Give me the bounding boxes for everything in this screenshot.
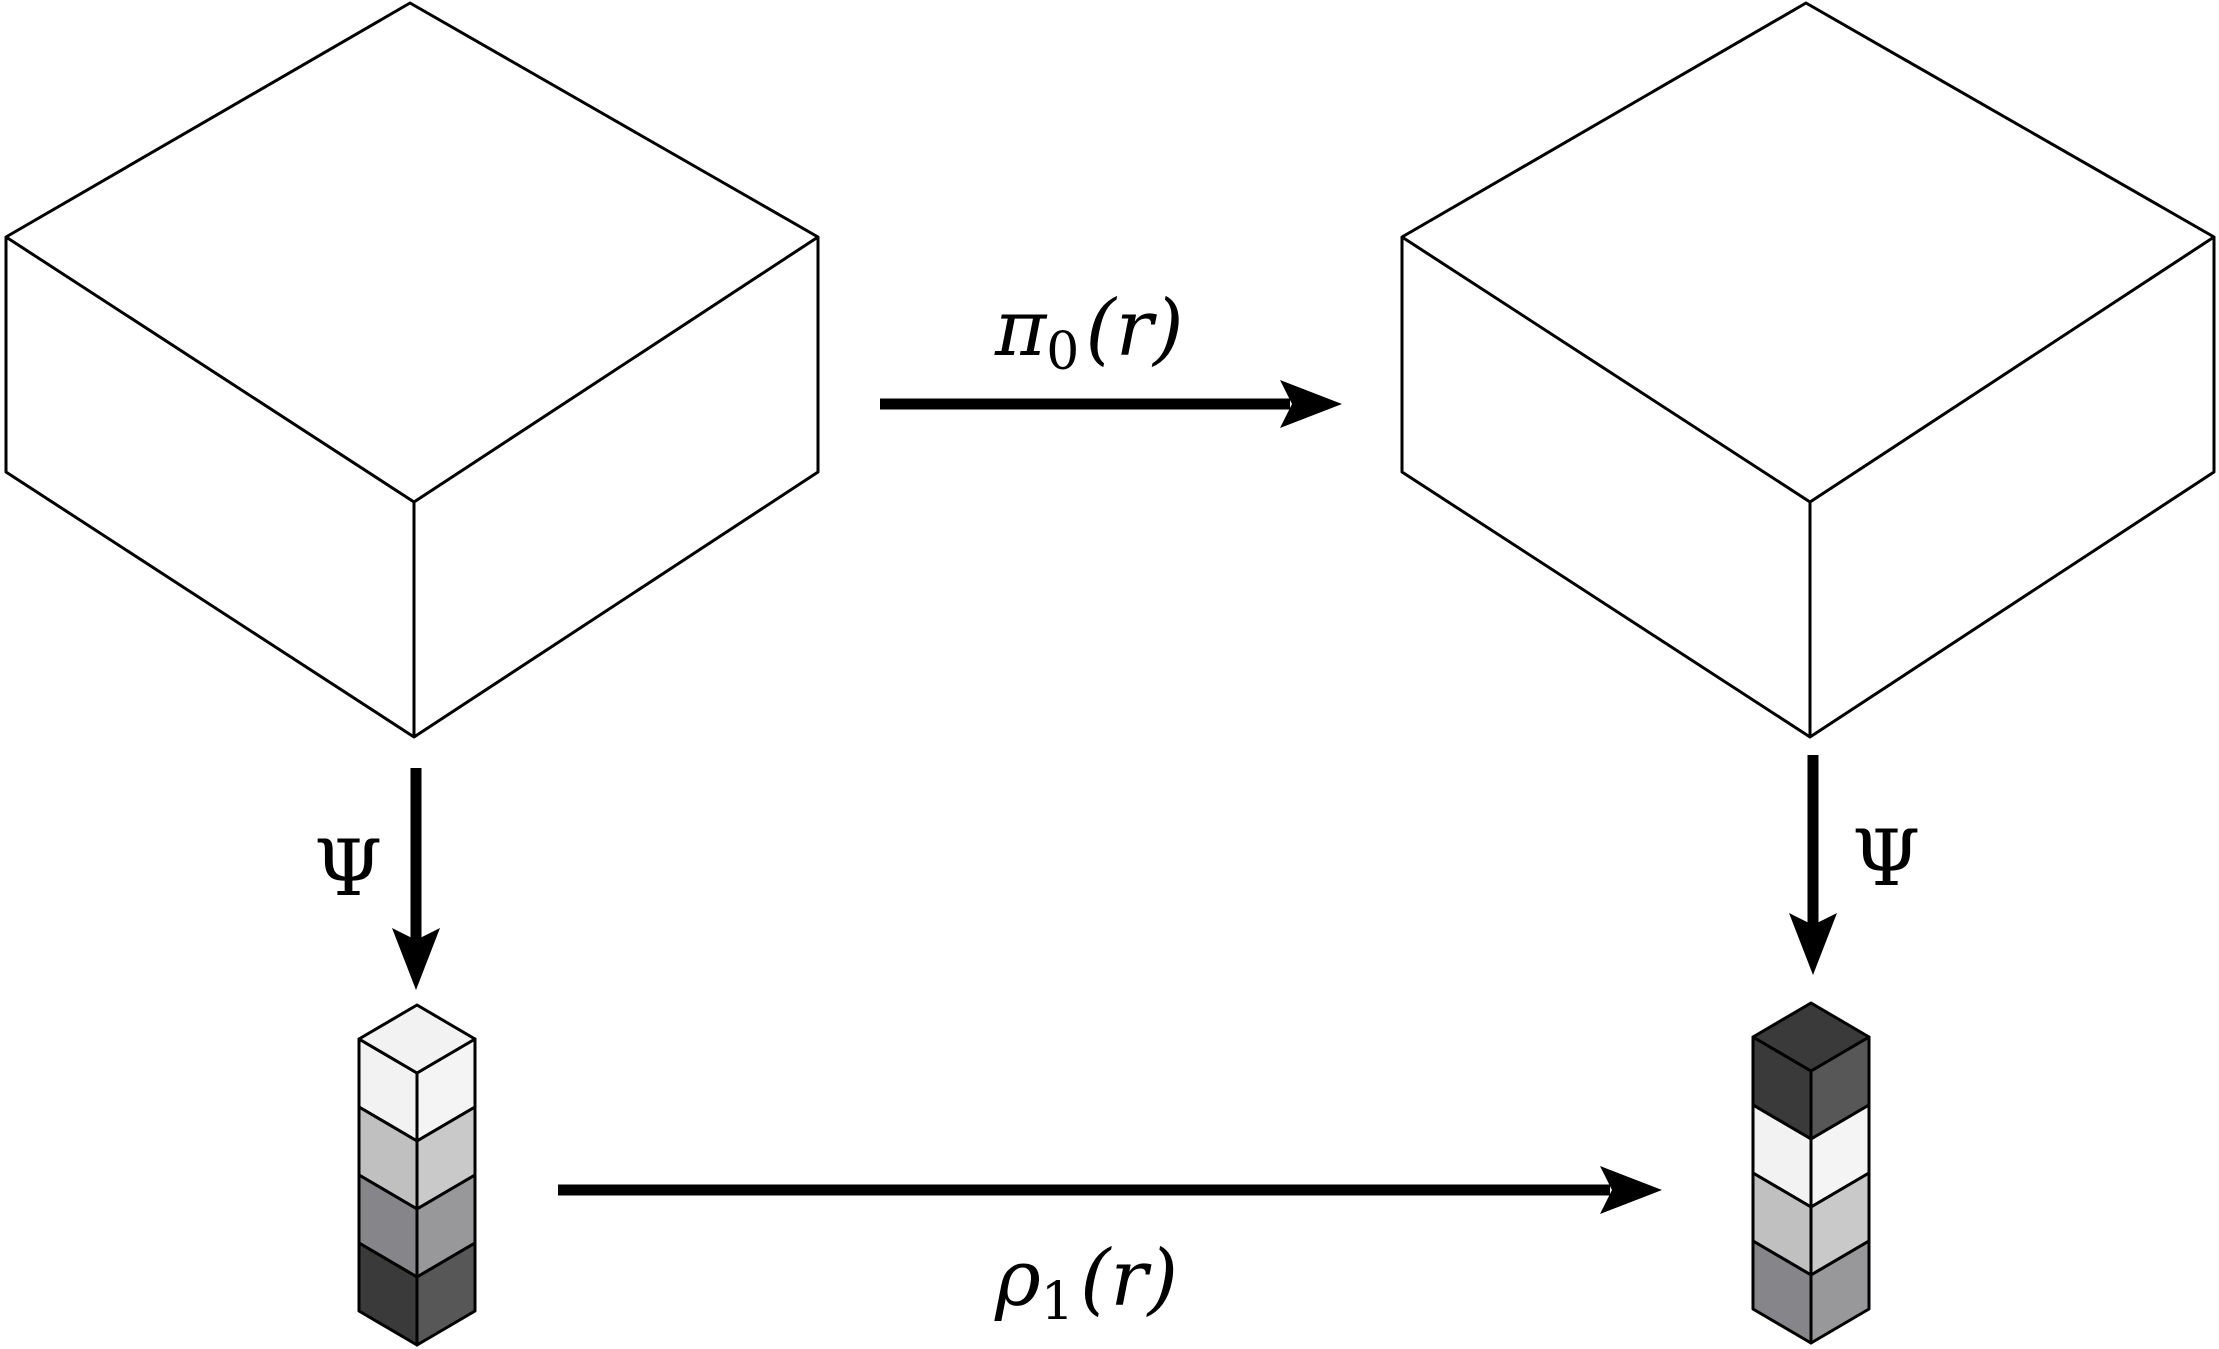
cube-right-face <box>1809 1239 1871 1345</box>
label-psi-right: Ψ <box>1852 814 1920 904</box>
front-right-face <box>414 237 818 737</box>
front-right-face <box>1810 237 2214 737</box>
front-left-face <box>6 237 414 737</box>
arrow-left-down <box>392 768 440 990</box>
cube-top-face <box>357 1003 477 1075</box>
label-top-arrow: π0(r) <box>994 284 1184 382</box>
label-psi-left: Ψ <box>314 824 382 914</box>
arrow-bottom-horizontal <box>558 1166 1662 1214</box>
block-outline-left <box>4 1 820 739</box>
fiber-cube <box>1751 1239 1871 1345</box>
block-outline-right <box>1400 1 2216 739</box>
arrow-top-horizontal <box>880 380 1342 428</box>
fiber-stack-right <box>1751 1001 1871 1345</box>
label-bottom-arrow: ρ1(r) <box>994 1234 1178 1332</box>
fiber-stack-left <box>357 1003 477 1347</box>
top-face <box>1402 3 2214 502</box>
cube-right-face <box>415 1241 477 1347</box>
arrow-right-down <box>1789 755 1837 975</box>
fiber-cube <box>357 1241 477 1347</box>
feature-map-block-right <box>1400 1 2216 739</box>
top-face <box>6 3 818 502</box>
feature-map-block-left <box>4 1 820 739</box>
cube-top-face <box>1751 1001 1871 1073</box>
front-left-face <box>1402 237 1810 737</box>
